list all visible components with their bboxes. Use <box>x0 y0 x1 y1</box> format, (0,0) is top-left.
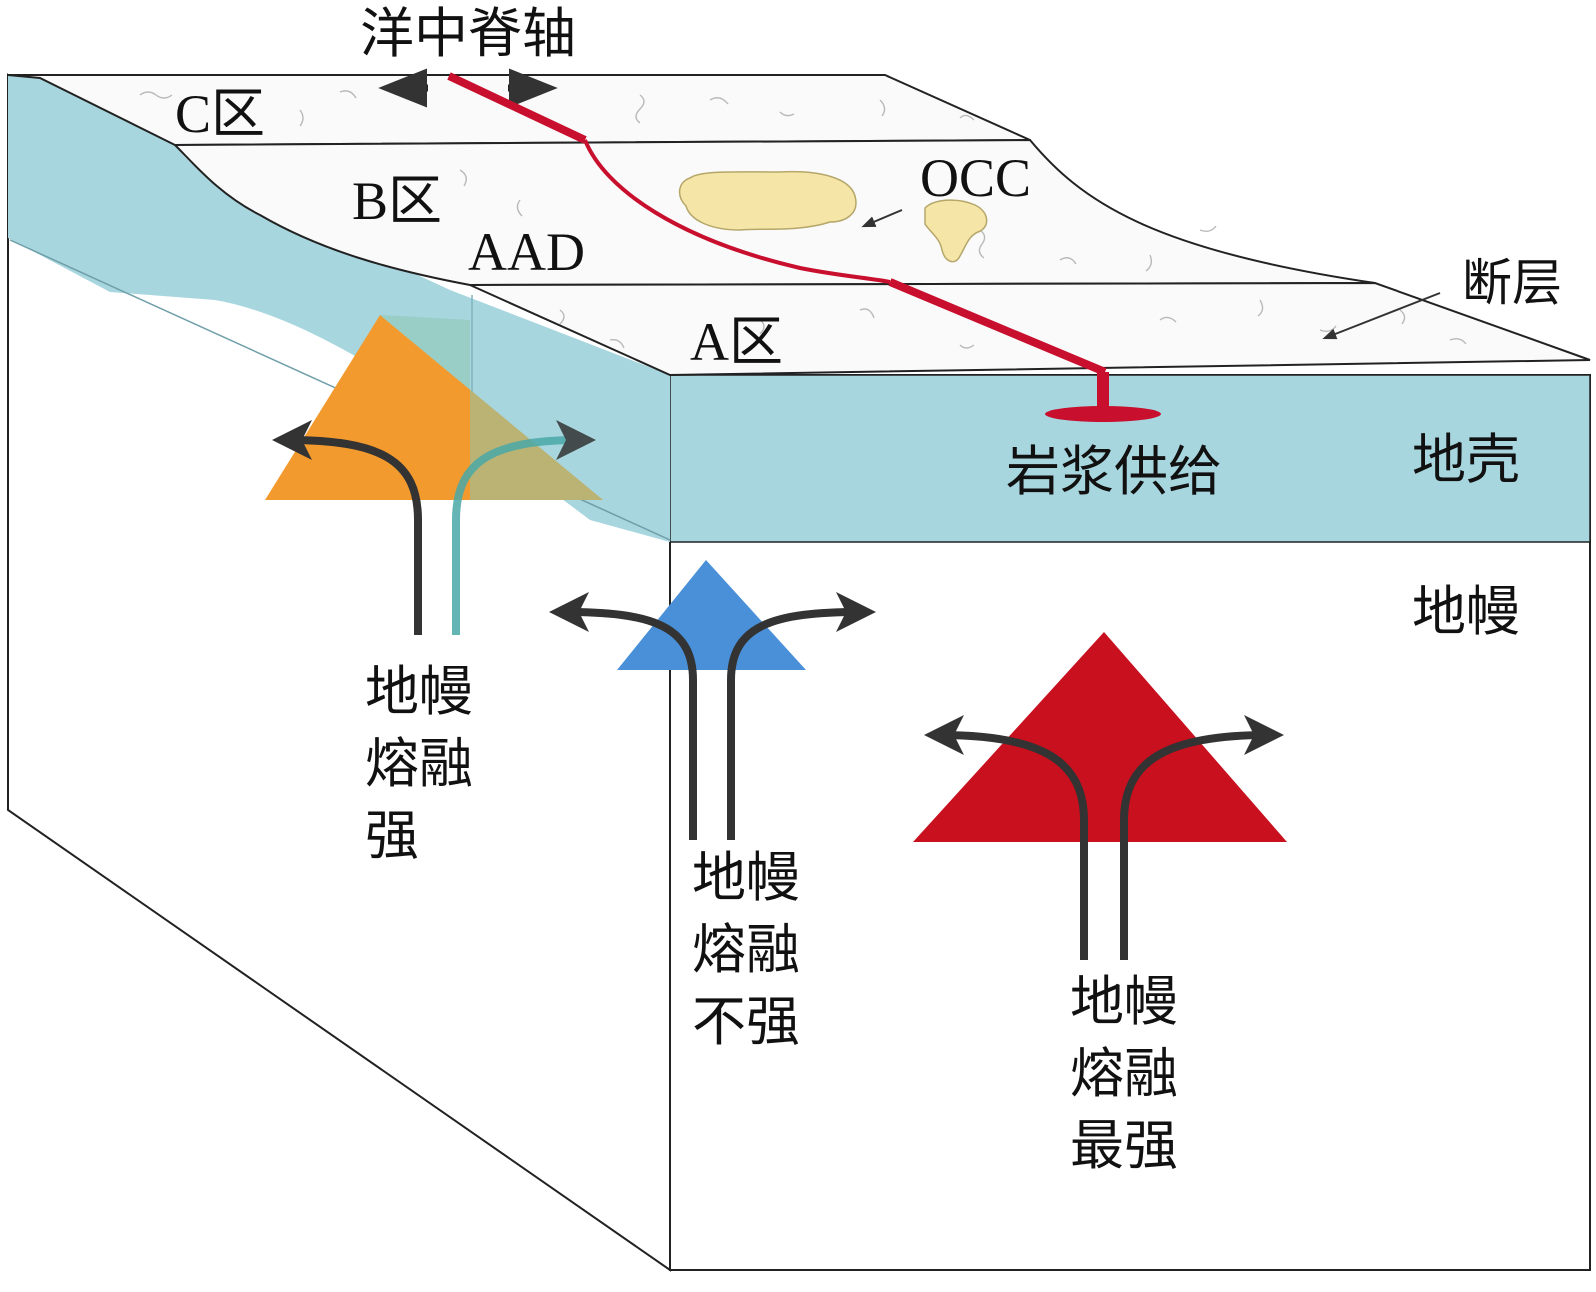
occ-pointer <box>861 209 903 228</box>
label-melt-strong-1: 地幔 <box>365 660 473 723</box>
label-melt-strong-3: 强 <box>365 804 419 867</box>
label-melt-strongest-2: 熔融 <box>1070 1042 1178 1105</box>
flow-arrows <box>272 420 1284 960</box>
label-mantle: 地幔 <box>1412 580 1520 643</box>
label-crust: 地壳 <box>1412 428 1520 491</box>
label-occ: OCC <box>920 148 1031 208</box>
flow-strongest-right <box>1120 715 1284 960</box>
melt-strongest-triangle <box>913 632 1287 842</box>
flow-strongest-left <box>924 715 1088 960</box>
fault-pointer <box>1322 292 1441 340</box>
occ-bodies <box>678 170 988 263</box>
pointer-arrows <box>861 209 1441 340</box>
label-aad: AAD <box>468 222 585 282</box>
occ-body-large <box>678 170 857 231</box>
label-fault: 断层 <box>1462 254 1562 312</box>
melt-strong-overlap <box>380 315 603 500</box>
label-melt-weak-1: 地幔 <box>692 846 800 909</box>
flow-weak-left <box>549 592 697 840</box>
label-melt-weak-3: 不强 <box>692 990 800 1053</box>
label-zone-a: A区 <box>690 312 783 372</box>
melt-zones <box>265 315 1287 842</box>
label-melt-strongest-1: 地幔 <box>1070 970 1178 1033</box>
magma-conduit <box>1097 372 1109 410</box>
label-melt-strongest-3: 最强 <box>1070 1114 1178 1177</box>
label-ridge-axis: 洋中脊轴 <box>360 2 576 65</box>
occ-body-small <box>924 199 988 263</box>
flow-weak-right <box>727 592 876 840</box>
magma-chamber <box>1045 406 1161 422</box>
terrace-a <box>469 281 1591 377</box>
label-melt-strong-2: 熔融 <box>365 732 473 795</box>
melt-weak-triangle <box>617 560 806 670</box>
flow-strong-left <box>272 420 422 635</box>
label-magma-supply: 岩浆供给 <box>1006 440 1222 503</box>
label-melt-weak-2: 熔融 <box>692 918 800 981</box>
label-zone-c: C区 <box>175 84 265 144</box>
flow-strong-right <box>452 420 596 635</box>
ridge-aad-curve <box>583 139 891 284</box>
labels: 洋中脊轴 C区 B区 AAD OCC A区 断层 岩浆供给 地壳 地幔 地幔 熔… <box>175 2 1562 1177</box>
label-zone-b: B区 <box>352 171 442 231</box>
crust-front <box>669 374 1591 543</box>
ridge-segment-c <box>447 72 587 144</box>
ridge-axis <box>447 72 1161 422</box>
ridge-segment-a <box>888 278 1107 376</box>
